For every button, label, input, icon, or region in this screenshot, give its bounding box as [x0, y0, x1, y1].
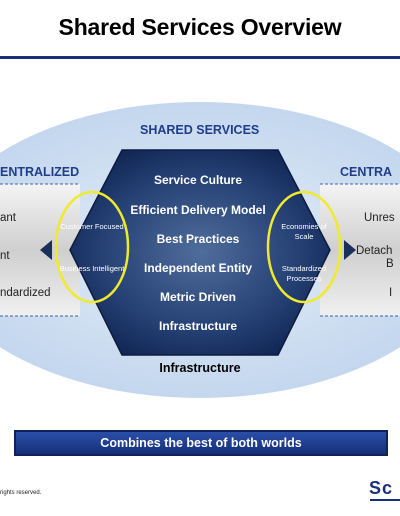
summary-banner: Combines the best of both worlds	[14, 430, 388, 456]
hex-item-independent-entity: Independent Entity	[144, 261, 252, 275]
hex-item-best-practices: Best Practices	[156, 232, 240, 246]
hex-item-efficient-delivery: Efficient Delivery Model	[130, 203, 266, 217]
center-hexagon	[69, 149, 331, 356]
right-arrow	[344, 240, 356, 260]
left-highlight-circle	[54, 190, 130, 304]
hex-item-metric-driven: Metric Driven	[159, 290, 237, 304]
bottom-infrastructure-label: Infrastructure	[159, 361, 241, 375]
logo-underline	[370, 499, 400, 501]
left-heading: ENTRALIZED	[0, 165, 80, 179]
left-arrow	[40, 240, 52, 260]
company-logo: Sc	[369, 478, 394, 498]
left-text-3: ndardized	[0, 287, 51, 299]
right-text-2: Detach	[356, 245, 393, 257]
circle-item-standardized-processes: Standardized Processes	[281, 264, 327, 283]
left-text-1: ant	[0, 212, 16, 224]
right-highlight-circle	[266, 190, 342, 304]
left-text-2: nt	[0, 250, 10, 262]
hex-item-infrastructure: Infrastructure	[158, 319, 238, 333]
title-divider	[0, 56, 400, 59]
copyright-text: rights reserved.	[0, 490, 42, 496]
page-title: Shared Services Overview	[58, 14, 342, 40]
center-heading: SHARED SERVICES	[140, 123, 260, 137]
right-text-1: Unres	[364, 212, 395, 224]
circle-item-customer-focused: Customer Focused	[60, 222, 124, 231]
circle-item-business-intelligent: Business Intelligent	[59, 264, 125, 273]
right-band	[320, 184, 400, 316]
right-heading: CENTRA	[340, 165, 393, 179]
right-text-4: I	[389, 287, 393, 299]
circle-item-economies-of-scale: Economies of Scale	[281, 222, 327, 241]
hex-item-service-culture: Service Culture	[153, 173, 243, 187]
right-text-3: B	[386, 258, 394, 270]
